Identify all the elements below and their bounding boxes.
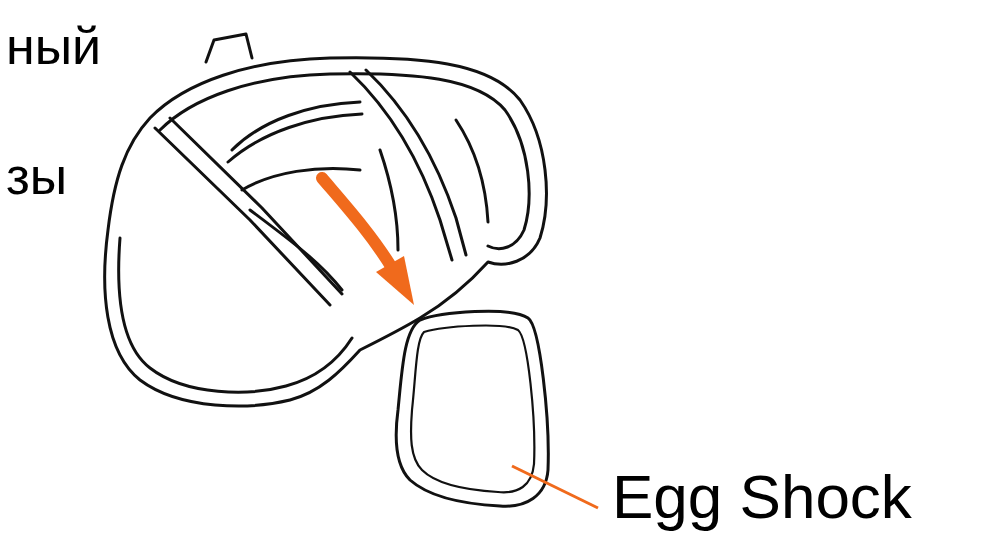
part-label: Egg Shock bbox=[612, 466, 912, 528]
recess bbox=[228, 102, 398, 290]
egg-shock-pad bbox=[396, 311, 548, 506]
right-fold bbox=[456, 120, 488, 222]
removal-arrow bbox=[322, 178, 392, 268]
text-fragment: ный bbox=[6, 20, 101, 72]
cushion-outline bbox=[105, 34, 549, 506]
removal-arrowhead bbox=[376, 256, 414, 305]
tab bbox=[206, 34, 252, 62]
cushion-outer bbox=[105, 58, 547, 406]
cushion-rim bbox=[119, 74, 529, 392]
text-fragment: зы bbox=[6, 150, 67, 202]
leader-line bbox=[512, 466, 598, 508]
